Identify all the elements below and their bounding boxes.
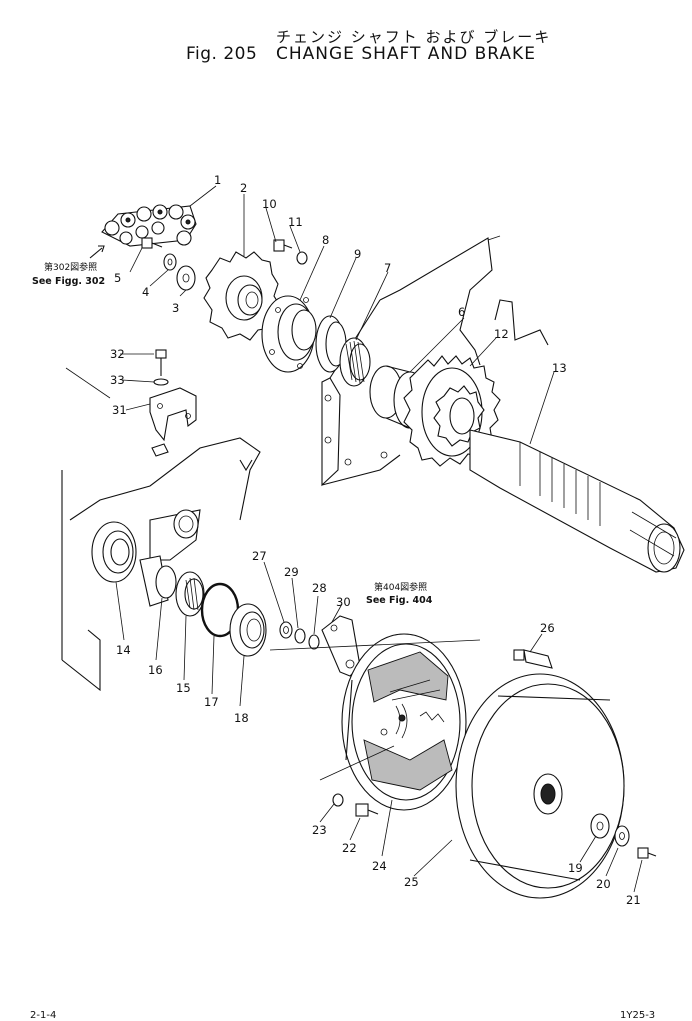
ref-302-en: See Figg. 302 bbox=[32, 276, 105, 287]
bracket-31 bbox=[149, 387, 197, 457]
callout-31: 31 bbox=[112, 403, 127, 417]
ref-302-jp: 第302図参照 bbox=[44, 261, 97, 273]
callout-12: 12 bbox=[494, 327, 509, 341]
chain bbox=[89, 204, 197, 259]
callout-16: 16 bbox=[148, 663, 163, 677]
callout-11: 11 bbox=[288, 215, 303, 229]
callout-5: 5 bbox=[114, 271, 121, 285]
ref-404-en: See Fig. 404 bbox=[366, 595, 433, 606]
footer-model-code: 1Y25-3 bbox=[620, 1010, 656, 1021]
bolt-10 bbox=[273, 239, 293, 252]
callout-15: 15 bbox=[176, 681, 191, 695]
callout-22: 22 bbox=[342, 841, 357, 855]
ref-404-jp: 第404図参照 bbox=[374, 581, 427, 593]
callout-30: 30 bbox=[336, 595, 351, 609]
callout-24: 24 bbox=[372, 859, 387, 873]
callout-27: 27 bbox=[252, 549, 267, 563]
callout-2: 2 bbox=[240, 181, 247, 195]
flange-8 bbox=[261, 295, 317, 373]
callout-7: 7 bbox=[384, 261, 391, 275]
page-title: CHANGE SHAFT AND BRAKE bbox=[276, 44, 536, 64]
callout-1: 1 bbox=[214, 173, 221, 187]
washer-23 bbox=[332, 793, 344, 807]
callout-19: 19 bbox=[568, 861, 583, 875]
bolt-32 bbox=[155, 349, 167, 376]
washer-28 bbox=[308, 634, 320, 650]
hub-16 bbox=[139, 555, 177, 607]
callout-10: 10 bbox=[262, 197, 277, 211]
callout-23: 23 bbox=[312, 823, 327, 837]
callout-3: 3 bbox=[172, 301, 179, 315]
sprocket-2 bbox=[203, 251, 281, 341]
nut-27 bbox=[279, 621, 293, 639]
callout-25: 25 bbox=[404, 875, 419, 889]
bearing-15 bbox=[175, 571, 205, 617]
washer-29 bbox=[294, 628, 306, 644]
callout-18: 18 bbox=[234, 711, 249, 725]
callout-29: 29 bbox=[284, 565, 299, 579]
brake-drum-25 bbox=[455, 673, 625, 899]
adjuster-26 bbox=[513, 649, 553, 669]
callout-13: 13 bbox=[552, 361, 567, 375]
bearing-7 bbox=[339, 337, 371, 387]
change-shaft-13 bbox=[469, 429, 685, 573]
callout-8: 8 bbox=[322, 233, 329, 247]
plate-19 bbox=[590, 813, 610, 839]
figure-number: Fig. 205 bbox=[186, 44, 258, 64]
callout-4: 4 bbox=[142, 285, 149, 299]
washer-20 bbox=[614, 825, 630, 847]
callout-32: 32 bbox=[110, 347, 125, 361]
seal-18 bbox=[229, 603, 267, 657]
transmission-case bbox=[61, 437, 261, 692]
leader-lines bbox=[65, 185, 643, 893]
callouts: 1 2 3 4 5 6 7 8 9 10 11 12 13 14 15 16 1… bbox=[110, 173, 641, 907]
cross-references: 第302図参照 See Figg. 302 第404図参照 See Fig. 4… bbox=[32, 261, 433, 606]
brake-assembly-24 bbox=[341, 633, 467, 811]
callout-28: 28 bbox=[312, 581, 327, 595]
bolt-21 bbox=[637, 847, 657, 859]
washer-4 bbox=[163, 253, 177, 271]
footer-page-code: 2-1-4 bbox=[30, 1010, 57, 1021]
bolt-5 bbox=[141, 237, 163, 249]
bearing-14 bbox=[91, 521, 137, 583]
washer-33 bbox=[153, 378, 169, 386]
plate-3 bbox=[176, 265, 196, 291]
callout-20: 20 bbox=[596, 877, 611, 891]
japanese-title: チェンジ シャフト および ブレーキ bbox=[276, 28, 552, 46]
bolt-22 bbox=[355, 803, 379, 817]
callout-33: 33 bbox=[110, 373, 125, 387]
callout-17: 17 bbox=[204, 695, 219, 709]
callout-14: 14 bbox=[116, 643, 131, 657]
callout-26: 26 bbox=[540, 621, 555, 635]
callout-6: 6 bbox=[458, 305, 465, 319]
callout-21: 21 bbox=[626, 893, 641, 907]
washer-11 bbox=[296, 251, 308, 265]
callout-9: 9 bbox=[354, 247, 361, 261]
